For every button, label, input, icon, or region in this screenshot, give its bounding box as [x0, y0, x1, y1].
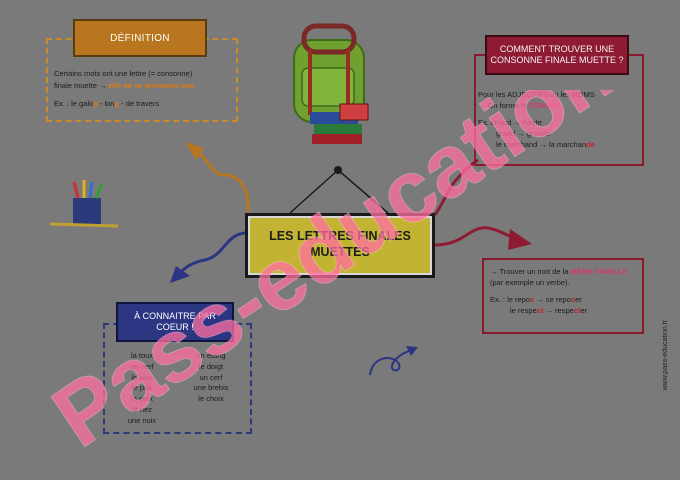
mute-letter: de	[586, 140, 595, 149]
consonne-text: Pour les ADJECTIFS ou les NOMS → On form…	[478, 89, 638, 150]
mute-letter: s	[570, 295, 576, 304]
site-url: www.pass-education.fr	[662, 320, 669, 391]
famille-part: le respe	[510, 306, 537, 315]
word-item: la toux	[130, 351, 154, 360]
famille-part: er	[575, 295, 582, 304]
famille-text: → Trouver un mot de la MÊME FAMILLE (par…	[490, 266, 638, 316]
consonne-line: → On forme le FÉMININ.	[478, 100, 638, 111]
coeur-right-list: un étang le doigt un cerf une brebis le …	[180, 351, 242, 405]
consonne-example: Ex. chaud → haute	[478, 118, 542, 127]
ex-mute-letter: g	[114, 99, 120, 108]
word-item: une brebis	[193, 383, 229, 393]
consonne-example: le marchand → la marchande	[478, 139, 638, 150]
consonne-part: le marchand → la marchan	[496, 140, 587, 149]
famille-box	[482, 258, 644, 334]
pencil-cup-icon	[49, 180, 119, 228]
word-item: la voix	[131, 372, 153, 382]
word-item: un cerf	[199, 372, 223, 382]
ex-mute-letter: p	[93, 99, 98, 108]
consonne-line: Pour les ADJECTIFS ou les NOMS	[478, 90, 595, 99]
definition-title: DÉFINITION	[73, 19, 207, 57]
famille-part: (par exemple un verbe).	[490, 278, 570, 287]
consonne-title: COMMENT TROUVER UNE CONSONNE FINALE MUET…	[485, 35, 629, 75]
definition-line2: finale muette →	[54, 81, 109, 90]
mute-letter: ct	[573, 306, 581, 315]
ex-part: Ex. : le galo	[54, 99, 94, 108]
definition-highlight: elle ne se prononce pas.	[108, 81, 196, 90]
center-title: LES LETTRES FINALES MUETTES	[269, 229, 411, 259]
definition-line1: Certains mots ont une lettre (= consonne…	[54, 69, 193, 78]
definition-text: Certains mots ont une lettre (= consonne…	[54, 68, 232, 92]
definition-example: Ex. : le galop - long - de travers	[54, 99, 232, 108]
mute-letter: ct	[536, 306, 544, 315]
word-item: un nerf	[130, 361, 154, 371]
famille-part: → se repo	[534, 295, 571, 304]
word-item: le nez	[131, 404, 152, 414]
consonne-example: grand → grande	[496, 129, 551, 138]
word-item: le prix	[131, 383, 152, 393]
famille-example: Ex. : le repos → se reposer	[490, 294, 638, 305]
center-box	[245, 213, 435, 278]
ex-part: - lon	[97, 99, 115, 108]
consonne-part: → On forme le	[478, 101, 529, 110]
word-item: une noix	[127, 415, 157, 425]
ex-part: - de travers	[119, 99, 160, 108]
famille-example: le respect → respecter	[490, 305, 638, 316]
famille-part: → respe	[543, 306, 574, 315]
famille-part: → Trouver un mot de la	[490, 267, 571, 276]
word-item: le doigt	[198, 361, 224, 371]
consonne-part: .	[559, 101, 562, 110]
famille-rule: → Trouver un mot de la MÊME FAMILLE (par…	[490, 266, 638, 288]
famille-part: Ex. : le repo	[490, 295, 531, 304]
feminin-label: FÉMININ	[528, 101, 560, 110]
mute-letter: s	[530, 295, 535, 304]
coeur-title: À CONNAITRE PAR COEUR !	[116, 302, 234, 342]
coeur-left-list: la toux un nerf la voix le prix la paix …	[112, 351, 172, 427]
word-item: un étang	[196, 351, 226, 360]
word-item: le choix	[198, 394, 224, 404]
word-item: la paix	[131, 394, 153, 404]
famille-part: er	[580, 306, 588, 315]
backpack-icon	[293, 23, 369, 144]
meme-famille-label: MÊME FAMILLE	[570, 267, 628, 276]
